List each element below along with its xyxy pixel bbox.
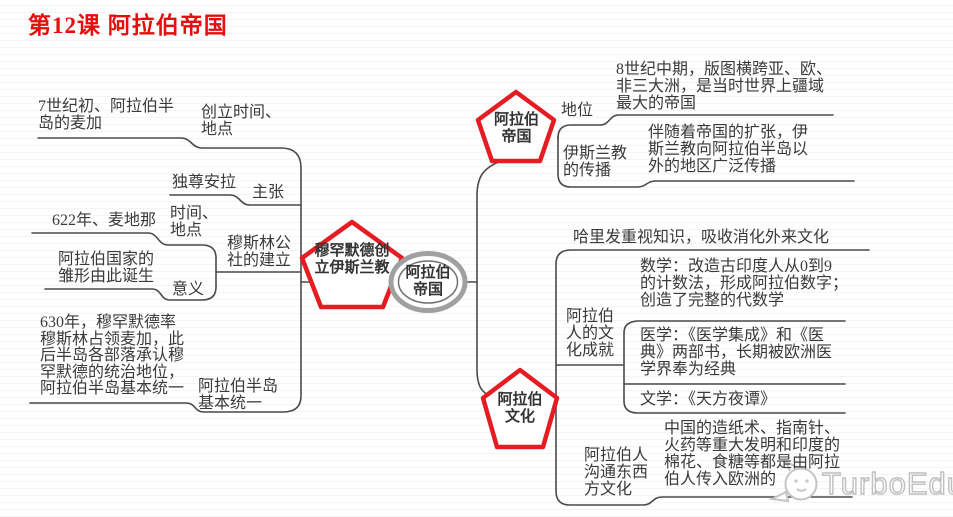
achievements-sub-bracket	[623, 320, 846, 414]
leaf-status: 8世纪中期，版图横跨亚、欧、 非三大洲，是当时世界上疆域 最大的帝国	[616, 61, 833, 112]
root-ellipse	[388, 251, 468, 313]
label-commune-time: 时间、 地点	[170, 205, 219, 239]
root-node: 阿拉伯 帝国	[405, 265, 451, 298]
topic-muhammad: 穆罕默德创 立伊斯兰教	[314, 243, 390, 276]
label-achievements: 阿拉伯 人的文 化成就	[566, 308, 615, 359]
label-claim: 主张	[252, 184, 285, 201]
leaf-commune-time: 622年、麦地那	[52, 212, 157, 229]
label-unification: 阿拉伯半岛 基本统一	[198, 378, 279, 412]
leaf-medicine: 医学：《医学集成》和《医 典》两部书，长期被欧洲医 学界奉为经典	[640, 327, 833, 378]
culture-bracket	[555, 249, 870, 506]
leaf-claim: 独尊安拉	[172, 174, 237, 191]
leaf-commune-meaning: 阿拉伯国家的 雏形由此诞生	[58, 251, 155, 285]
label-bridge: 阿拉伯人 沟通东西 方文化	[584, 447, 649, 498]
chat-mascot-icon	[768, 460, 818, 503]
pentagon-muhammad	[299, 219, 405, 310]
label-commune: 穆斯林公 社的建立	[227, 235, 292, 269]
leaf-caliph: 哈里发重视知识，吸收消化外来文化	[573, 229, 830, 246]
leaf-bridge: 中国的造纸术、指南针、 火药等重大发明和印度的 棉花、食糖等都是由阿拉 伯人传入…	[664, 420, 841, 488]
connector-lines	[29, 114, 870, 506]
label-commune-meaning: 意义	[172, 281, 205, 298]
watermark-brand: TurboEdu	[821, 466, 953, 501]
branch-status-line	[557, 114, 834, 139]
topic-pentagons	[299, 89, 560, 450]
topic-empire: 阿拉伯 帝国	[493, 112, 539, 145]
page-title: 第12课 阿拉伯帝国	[28, 13, 228, 38]
leaf-literature: 文学：《天方夜谭》	[640, 391, 777, 408]
label-islam-spread: 伊斯兰教 的传播	[563, 145, 628, 179]
label-founding: 创立时间、 地点	[201, 104, 282, 138]
leaf-unification: 630年，穆罕默德率 穆斯林占领麦加，此 后半岛各部落承认穆 罕默德的统治地位，…	[40, 314, 185, 398]
topic-culture: 阿拉伯 文化	[497, 392, 543, 425]
branch-islam-line	[557, 135, 855, 188]
branch-claim-line	[169, 194, 302, 206]
leaf-islam-spread: 伴随着帝国的扩张，伊 斯兰教向阿拉伯半岛以 外的地区广泛传播	[648, 124, 809, 175]
central-spine	[476, 160, 502, 398]
label-status: 地位	[561, 102, 594, 119]
pentagon-empire	[475, 89, 557, 164]
leaf-founding: 7世纪初、阿拉伯半 岛的麦加	[38, 98, 175, 132]
leaf-math: 数学：改造古印度人从0到9 的计数法，形成阿拉伯数字； 创造了完整的代数学	[640, 258, 849, 309]
pentagon-culture	[480, 367, 560, 450]
